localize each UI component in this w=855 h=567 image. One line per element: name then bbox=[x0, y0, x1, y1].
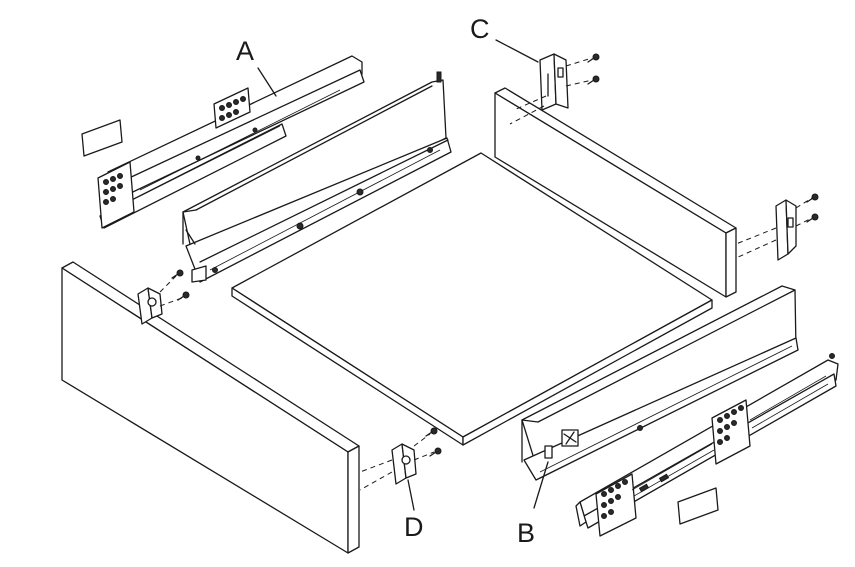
base-panel bbox=[231, 152, 713, 446]
label-a: A bbox=[236, 36, 254, 66]
rail-holes-left-front bbox=[103, 173, 123, 205]
label-c: C bbox=[470, 14, 490, 44]
drawer-side-right bbox=[521, 285, 799, 481]
rail-mechanism bbox=[631, 443, 715, 503]
screw-icon bbox=[425, 427, 438, 437]
front-bracket bbox=[359, 427, 442, 491]
front-panel bbox=[61, 261, 360, 554]
leader-c bbox=[495, 39, 539, 63]
back-bracket-right bbox=[735, 193, 819, 261]
back-bracket bbox=[509, 53, 600, 125]
leader-b bbox=[533, 461, 549, 509]
screw-icon bbox=[587, 75, 600, 85]
rail-holes-left-rear bbox=[219, 96, 246, 121]
screw-icon bbox=[177, 291, 190, 301]
front-fixing-slot bbox=[561, 429, 579, 447]
spare-clip-left bbox=[81, 119, 123, 157]
drawer-side-left bbox=[182, 71, 452, 283]
runner-rail-left bbox=[97, 55, 365, 229]
screw-icon bbox=[171, 269, 184, 279]
screw-icon bbox=[429, 447, 442, 457]
runner-rail-right bbox=[575, 353, 839, 537]
rail-holes-right-front bbox=[601, 479, 628, 519]
screw-icon bbox=[806, 213, 819, 223]
label-b: B bbox=[517, 518, 535, 548]
label-d: D bbox=[404, 512, 424, 542]
screw-icon bbox=[587, 53, 600, 63]
front-bracket-left bbox=[137, 269, 190, 325]
back-panel bbox=[494, 87, 737, 298]
leader-a bbox=[257, 67, 277, 97]
leader-d bbox=[407, 479, 415, 511]
spare-clip-right bbox=[677, 487, 719, 525]
leader-lines bbox=[257, 39, 549, 511]
rail-holes-right-rear bbox=[717, 405, 744, 445]
screw-icon bbox=[806, 193, 819, 203]
